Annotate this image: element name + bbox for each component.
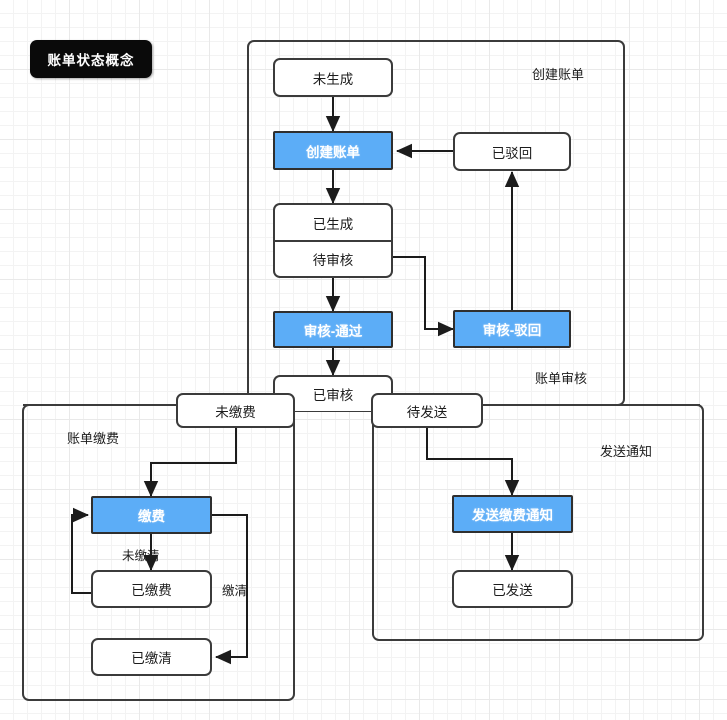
- node-audit-pass[interactable]: 审核-通过: [273, 311, 393, 348]
- diagram-title-badge: 账单状态概念: [30, 40, 152, 78]
- node-label: 创建账单: [306, 144, 360, 160]
- node-label: 已缴清: [131, 651, 172, 666]
- group-label-pay-bill: 账单缴费: [67, 431, 120, 446]
- node-pay[interactable]: 缴费: [91, 496, 212, 534]
- node-send-notice[interactable]: 发送缴费通知: [452, 495, 573, 533]
- node-generated[interactable]: 已生成: [273, 203, 393, 240]
- node-rejected[interactable]: 已驳回: [453, 132, 571, 171]
- node-label: 已缴费: [131, 583, 172, 598]
- group-label-audit-bill: 账单审核: [535, 371, 588, 386]
- edge-label-not-settled: 未缴清: [122, 549, 160, 563]
- node-label: 已生成: [312, 216, 354, 232]
- node-label: 待发送: [406, 404, 448, 420]
- node-label: 未缴费: [215, 404, 256, 420]
- node-label: 待审核: [312, 253, 354, 268]
- node-audit-reject[interactable]: 审核-驳回: [453, 310, 571, 348]
- group-label-create-bill: 创建账单: [532, 67, 585, 82]
- node-paid[interactable]: 已缴费: [91, 570, 212, 608]
- node-label: 审核-驳回: [482, 323, 542, 338]
- group-label-send-notice: 发送通知: [600, 444, 653, 459]
- node-not-generated[interactable]: 未生成: [273, 58, 393, 97]
- node-sent[interactable]: 已发送: [452, 570, 573, 608]
- group-send-notice: [372, 404, 704, 641]
- node-pending-audit[interactable]: 待审核: [273, 240, 393, 278]
- edge-label-settled: 缴清: [222, 584, 248, 598]
- node-label: 未生成: [312, 71, 354, 87]
- node-pending-send[interactable]: 待发送: [371, 393, 483, 428]
- node-create-bill[interactable]: 创建账单: [273, 131, 393, 170]
- node-settled[interactable]: 已缴清: [91, 638, 212, 676]
- group-pay-bill: [22, 404, 295, 701]
- node-label: 缴费: [138, 509, 165, 524]
- node-label: 审核-通过: [303, 323, 363, 339]
- node-label: 已发送: [492, 583, 533, 598]
- group-create-bill: [247, 40, 625, 245]
- node-label: 已驳回: [491, 145, 533, 161]
- node-unpaid[interactable]: 未缴费: [176, 393, 295, 428]
- node-label: 已审核: [312, 388, 354, 403]
- node-label: 发送缴费通知: [472, 508, 553, 523]
